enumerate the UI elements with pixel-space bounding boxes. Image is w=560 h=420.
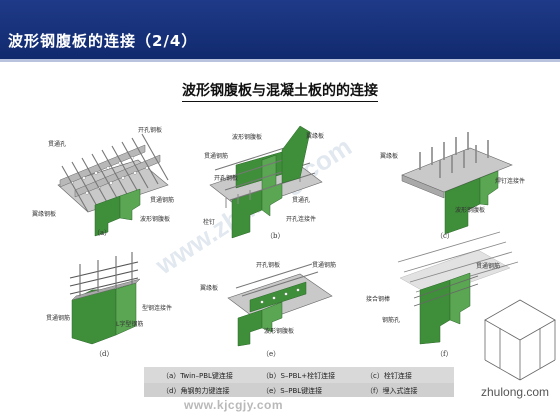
legend-item-b: （b）S–PBL+栓钉连接	[262, 372, 336, 380]
label-flange-plate: 翼缘钢板	[32, 210, 56, 218]
label-corrugated-web: 波形钢腹板	[140, 215, 170, 223]
caption-e: （e）	[262, 350, 280, 358]
figure-a: 贯通孔 开孔钢板 翼缘钢板 贯通钢筋 波形钢腹板 （a）	[32, 126, 174, 237]
label-c-stud: 焊钉连接件	[495, 177, 525, 185]
label-f-hole: 钢筋孔	[382, 316, 400, 324]
caption-b: （b）	[266, 232, 284, 240]
label-d-rebar: 贯通钢筋	[46, 314, 70, 322]
figure-subtitle: 波形钢腹板与混凝土板的的连接	[0, 80, 560, 102]
caption-d: （d）	[95, 350, 113, 358]
figure-b: 波形钢腹板 翼缘板 贯通钢筋 开孔钢板 贯通孔 栓钉 开孔连接件 （b）	[203, 125, 324, 240]
caption-f: （f）	[436, 350, 453, 358]
legend-box: （a）Twin–PBL键连接 （b）S–PBL+栓钉连接 （c）栓钉连接 （d）…	[144, 367, 454, 397]
label-d-lbar: L字型钢筋	[116, 320, 143, 328]
label-through-hole: 贯通孔	[48, 140, 66, 148]
label-through-rebar: 贯通钢筋	[150, 196, 174, 204]
legend-item-f: （f）埋入式连接	[366, 387, 418, 395]
title-bar: 波形钢腹板的连接（2/4）	[0, 0, 560, 62]
label-e-flange: 翼缘板	[200, 284, 218, 292]
legend-item-e: （e）S–PBL键连接	[262, 387, 323, 395]
page-title: 波形钢腹板的连接（2/4）	[8, 32, 198, 50]
label-perforated-plate: 开孔钢板	[138, 126, 162, 134]
label-b-corrugated-web: 波形钢腹板	[232, 133, 262, 141]
legend-row-1: （a）Twin–PBL键连接 （b）S–PBL+栓钉连接 （c）栓钉连接	[144, 368, 454, 382]
legend-row-2: （d）角钢剪力键连接 （e）S–PBL键连接 （f）埋入式连接	[144, 383, 454, 397]
label-e-rebar: 贯通钢筋	[312, 261, 336, 269]
figure-d: 贯通钢筋 型钢连接件 L字型钢筋 （d）	[46, 252, 172, 358]
legend-item-d: （d）角钢剪力键连接	[162, 387, 230, 395]
label-b-rebar: 贯通钢筋	[204, 152, 228, 160]
figure-c: 翼缘板 焊钉连接件 波形钢腹板 （c）	[380, 132, 525, 240]
label-e-web: 波形钢腹板	[264, 327, 294, 335]
label-f-rebar: 贯通钢筋	[476, 262, 500, 270]
label-d-angle: 型钢连接件	[142, 304, 172, 312]
caption-c: （c）	[436, 232, 454, 240]
label-e-perforated: 开孔钢板	[256, 261, 280, 269]
label-b-stud: 栓钉	[203, 218, 215, 226]
label-c-web: 波形钢腹板	[455, 206, 485, 214]
subtitle-text: 波形钢腹板与混凝土板的的连接	[182, 80, 378, 102]
site-watermark: www.kjcgjy.com	[184, 398, 284, 412]
label-b-flange: 翼缘板	[306, 132, 324, 140]
label-c-flange: 翼缘板	[380, 152, 398, 160]
figure-e: 开孔钢板 贯通钢筋 翼缘板 波形钢腹板 （e）	[200, 261, 336, 358]
zhulong-logo	[484, 299, 556, 381]
zhulong-watermark: zhulong.com	[481, 385, 550, 399]
label-b-hole: 贯通孔	[292, 196, 310, 204]
label-b-perforated: 开孔钢板	[214, 174, 238, 182]
legend-item-a: （a）Twin–PBL键连接	[162, 372, 233, 380]
figure-f: 接合钢棒 钢筋孔 贯通钢筋 （f）	[366, 231, 519, 358]
label-b-connector: 开孔连接件	[286, 215, 316, 223]
legend-item-c: （c）栓钉连接	[366, 372, 412, 380]
caption-a: （a）	[93, 229, 111, 237]
label-f-bar: 接合钢棒	[366, 295, 390, 303]
